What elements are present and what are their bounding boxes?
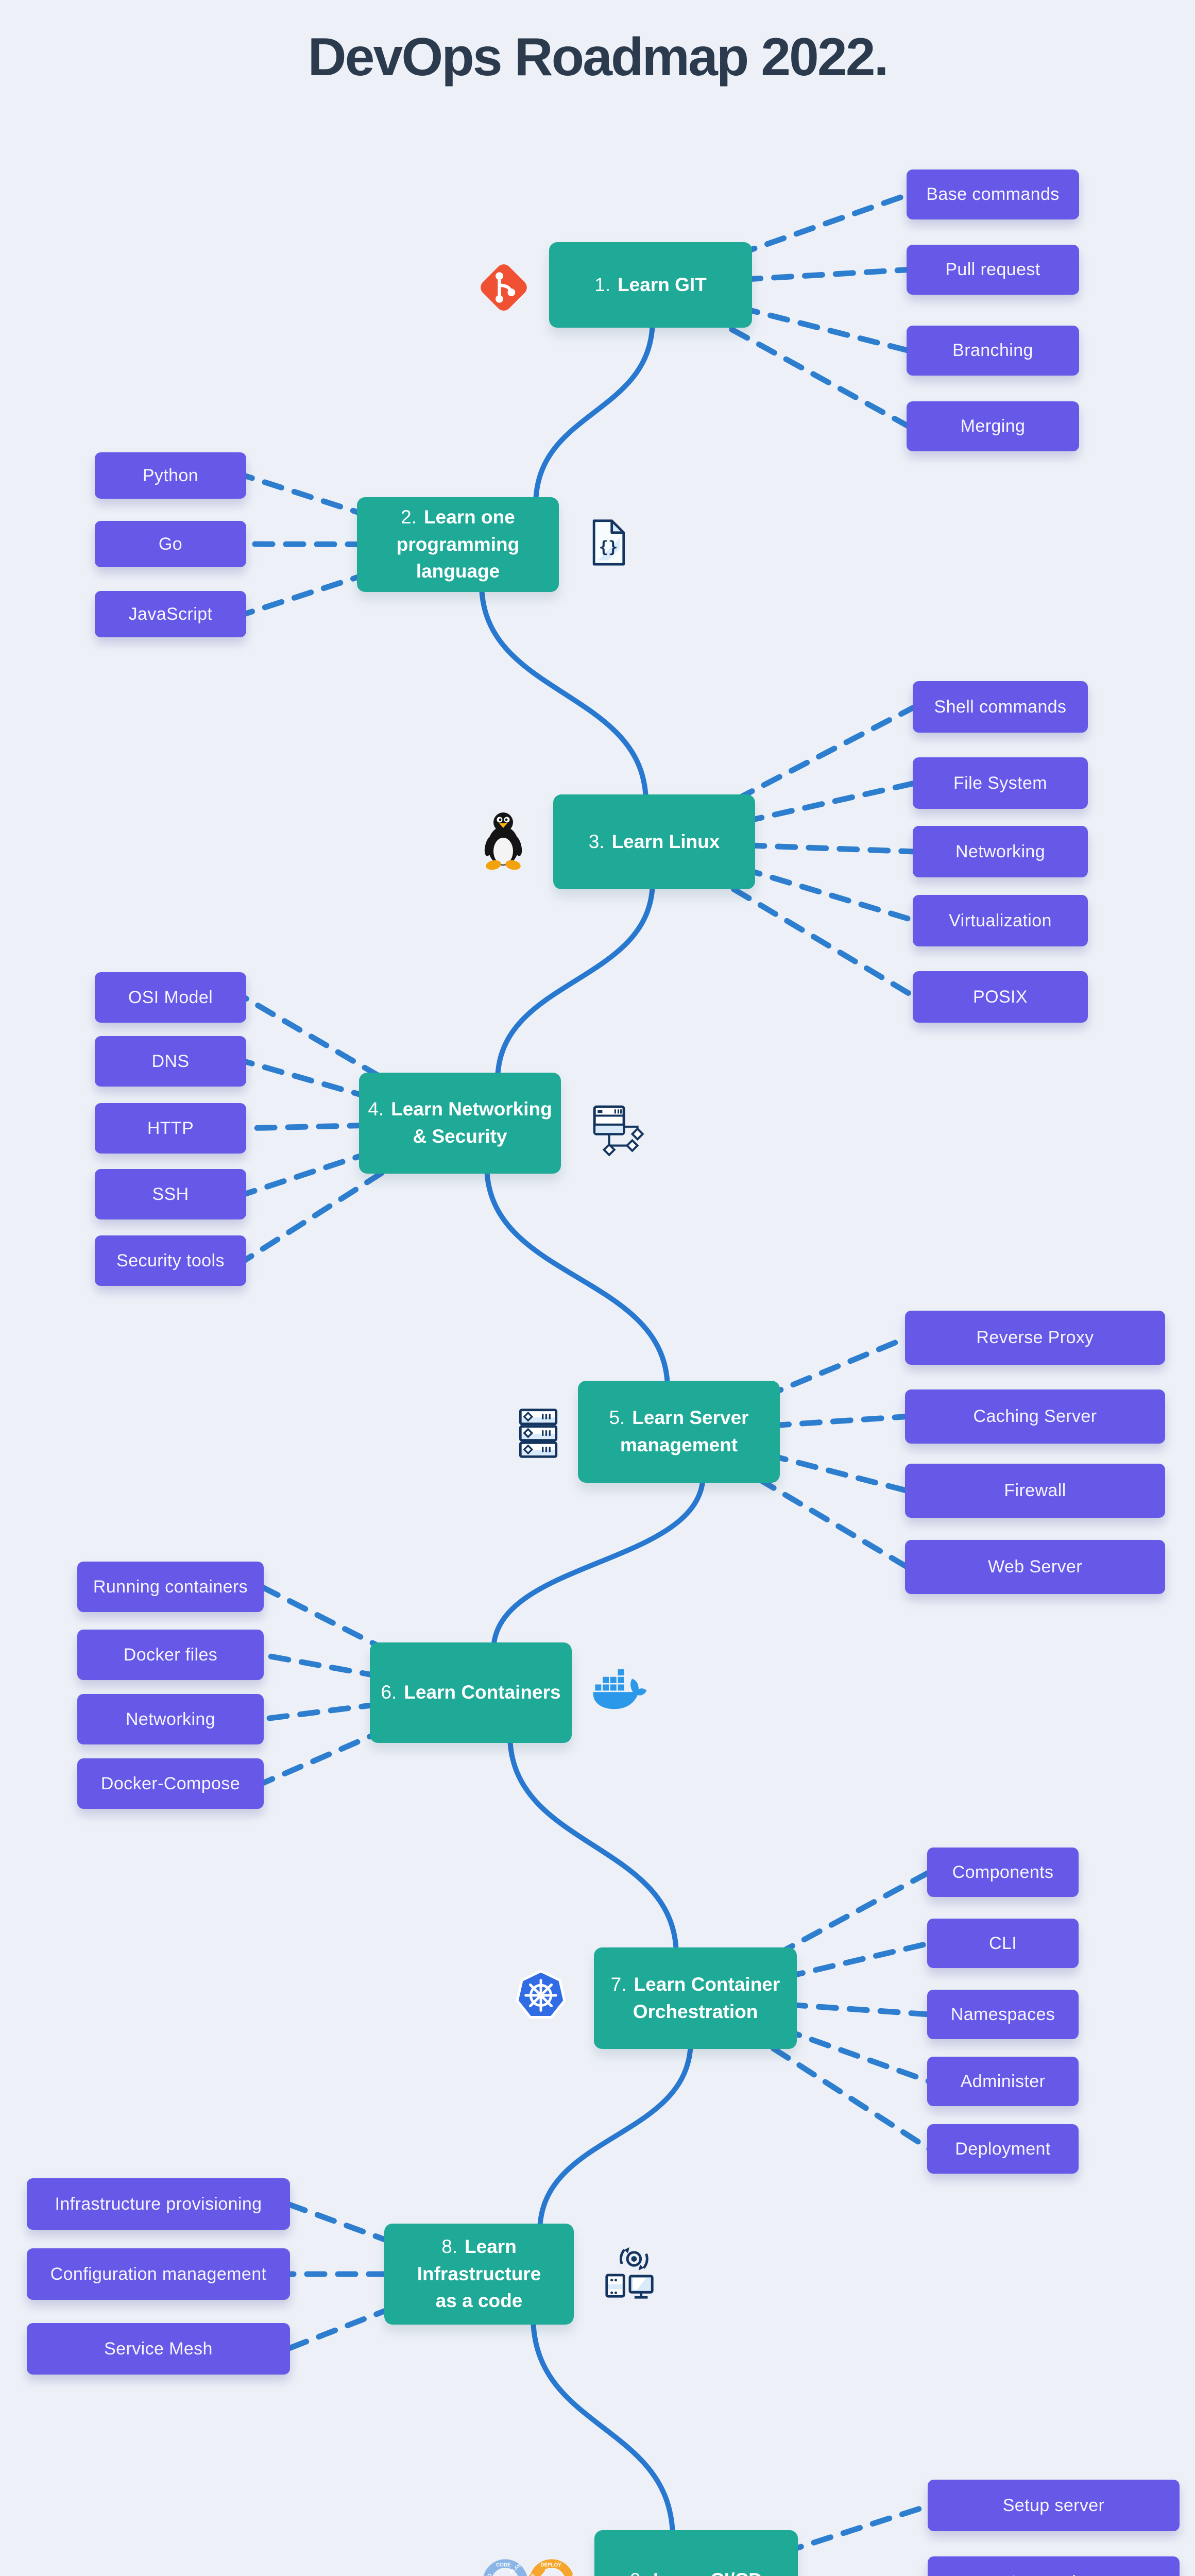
topic-item: OSI Model <box>95 972 246 1023</box>
topic-item: Running containers <box>77 1562 264 1612</box>
svg-text:{}: {} <box>599 538 618 556</box>
topic-item: Docker files <box>77 1630 264 1680</box>
step-node-6: 6. Learn Containers <box>370 1642 572 1743</box>
topic-item: Security tools <box>95 1235 246 1286</box>
step-title-line: 9. Learn CI/CD <box>630 2567 762 2576</box>
code-icon: {} <box>584 518 633 567</box>
step-title-line: 5. Learn Server <box>609 1404 748 1432</box>
step-title-text: Learn Linux <box>611 831 720 852</box>
topic-item: File System <box>913 757 1088 809</box>
topic-item: Branching <box>907 326 1079 376</box>
topic-item: Caching Server <box>905 1389 1165 1444</box>
svg-text:CODE: CODE <box>496 2563 511 2568</box>
network-icon <box>590 1101 648 1159</box>
step-title-text: Learn Server <box>632 1407 749 1429</box>
topic-item: HTTP <box>95 1103 246 1154</box>
topic-item: CLI <box>927 1919 1079 1968</box>
topic-item: Reverse Proxy <box>905 1311 1165 1365</box>
step-title-text: Learn Container <box>634 1973 780 1995</box>
topic-item: Namespaces <box>927 1990 1079 2039</box>
topic-item: Docker-Compose <box>77 1758 264 1809</box>
kubernetes-icon <box>515 1969 567 2022</box>
step-number: 3. <box>588 831 605 852</box>
topic-item: Networking <box>913 826 1088 877</box>
topic-item: Configuration management <box>27 2248 290 2300</box>
topic-item: Python <box>95 452 246 499</box>
topic-item: SSH <box>95 1169 246 1219</box>
topic-item: Pull request <box>907 245 1079 295</box>
topic-item: Merging <box>907 401 1079 451</box>
svg-text:DEPLOY: DEPLOY <box>541 2563 562 2568</box>
server-icon <box>511 1406 566 1462</box>
topic-item: Base commands <box>907 170 1079 219</box>
step-title-line: 6. Learn Containers <box>381 1679 560 1706</box>
topic-item: Virtualization <box>913 895 1088 946</box>
topic-item: Shell commands <box>913 681 1088 733</box>
step-number: 6. <box>381 1682 397 1703</box>
step-number: 5. <box>609 1407 625 1429</box>
topic-item: Service Mesh <box>27 2323 290 2375</box>
topic-item: Firewall <box>905 1464 1165 1518</box>
svg-text:OPERATE: OPERATE <box>571 2573 579 2576</box>
step-title-line: Infrastructure <box>417 2263 541 2284</box>
step-title-line: 1. Learn GIT <box>594 272 707 299</box>
step-title-line: Orchestration <box>633 2001 758 2022</box>
topic-item: Integration <box>928 2556 1180 2576</box>
step-node-4: 4. Learn Networking & Security <box>359 1073 561 1174</box>
step-title-text: Learn Containers <box>404 1682 561 1703</box>
step-number: 7. <box>610 1973 627 1995</box>
step-title-line: language <box>416 561 500 582</box>
step-title-line: as a code <box>435 2290 523 2312</box>
page-title: DevOps Roadmap 2022. <box>308 27 889 87</box>
step-title-text: Learn GIT <box>618 274 707 295</box>
topic-item: Infrastructure provisioning <box>27 2178 290 2230</box>
step-title-line: 4. Learn Networking <box>368 1096 552 1123</box>
topic-item: Administer <box>927 2057 1079 2106</box>
step-number: 2. <box>401 506 417 528</box>
topic-item: DNS <box>95 1036 246 1087</box>
step-title-text: Learn CI/CD <box>653 2569 762 2576</box>
docker-icon <box>591 1662 650 1713</box>
topic-item: Components <box>927 1848 1079 1897</box>
topic-item: Web Server <box>905 1540 1165 1594</box>
topic-item: POSIX <box>913 971 1088 1023</box>
step-title-line: 8. Learn <box>441 2233 517 2261</box>
svg-text:BUILD: BUILD <box>482 2573 493 2576</box>
step-node-1: 1. Learn GIT <box>549 242 752 328</box>
step-number: 8. <box>441 2236 458 2258</box>
step-title-text: Learn one <box>424 506 515 528</box>
step-number: 4. <box>368 1098 384 1120</box>
cicd-icon: CODE PLAN BUILD TEST RELEASE DEPLOY OPER… <box>478 2554 579 2576</box>
step-node-5: 5. Learn Server management <box>578 1381 780 1483</box>
git-icon <box>476 260 531 315</box>
topic-item: JavaScript <box>95 591 246 637</box>
linux-icon <box>474 809 533 871</box>
topic-item: Networking <box>77 1694 264 1744</box>
step-title-text: Learn Networking <box>391 1098 552 1120</box>
topic-item: Go <box>95 521 246 567</box>
step-number: 1. <box>594 274 611 295</box>
step-title-line: 3. Learn Linux <box>589 828 720 856</box>
step-title-line: 2. Learn one <box>401 504 515 531</box>
topic-item: Deployment <box>927 2124 1079 2174</box>
step-title-line: & Security <box>413 1126 507 1147</box>
step-title-line: programming <box>396 533 520 555</box>
iac-icon <box>602 2244 658 2300</box>
step-node-2: 2. Learn one programming language <box>357 497 559 592</box>
step-node-3: 3. Learn Linux <box>553 794 755 889</box>
step-number: 9. <box>630 2569 646 2576</box>
step-title-text: Learn <box>465 2236 517 2258</box>
topic-item: Setup server <box>928 2480 1180 2531</box>
step-title-line: management <box>620 1434 738 1455</box>
roadmap-curve <box>479 317 706 2541</box>
step-title-line: 7. Learn Container <box>611 1971 780 1998</box>
step-node-9: 9. Learn CI/CD <box>594 2530 798 2576</box>
